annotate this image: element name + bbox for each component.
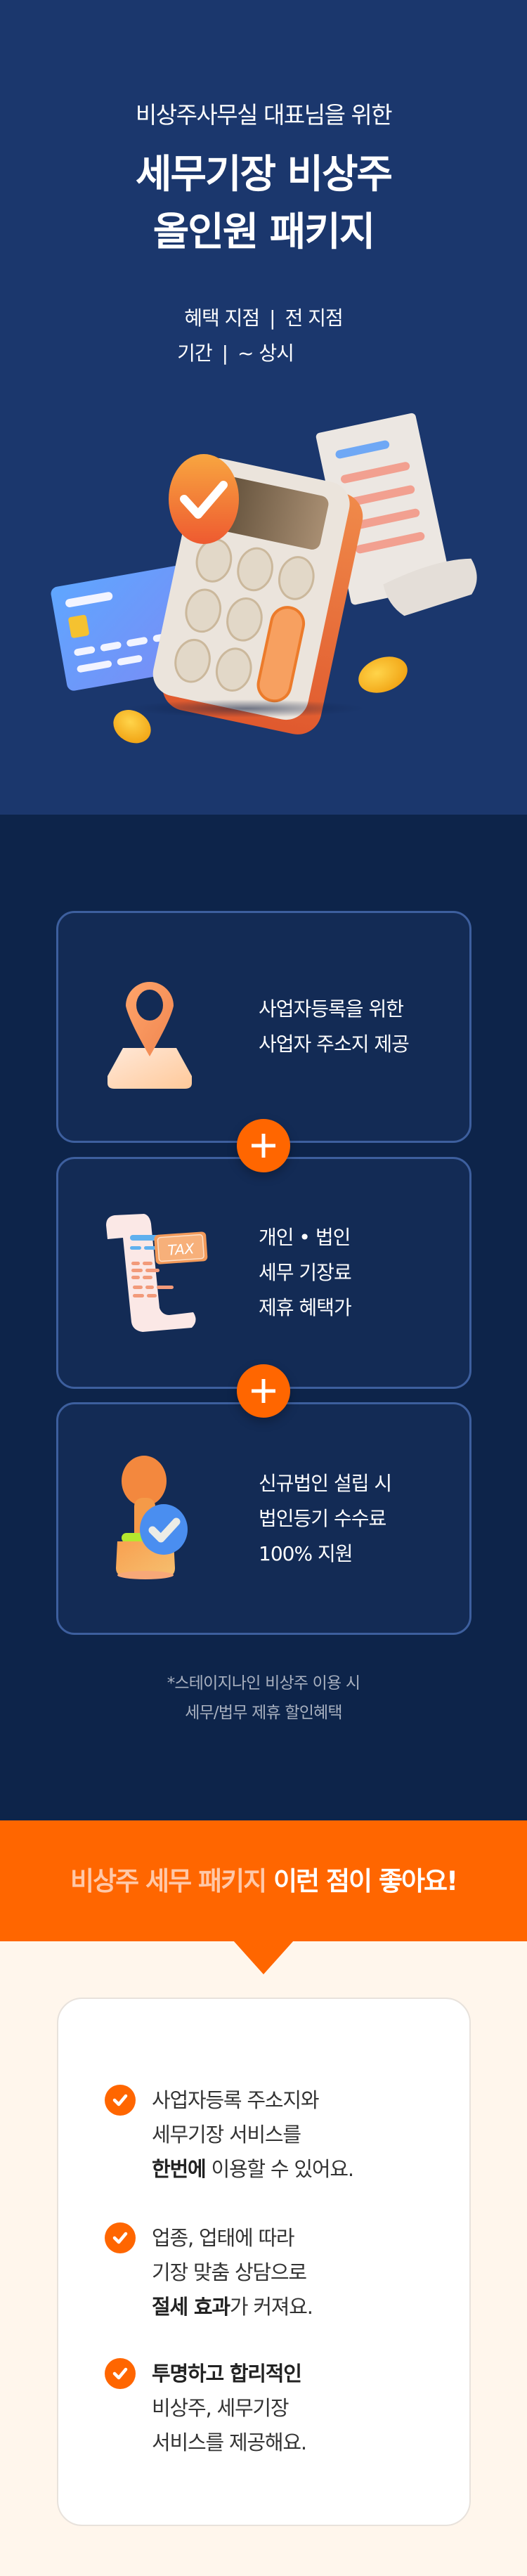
benefit-line: 한번에 이용할 수 있어요. bbox=[152, 2152, 354, 2187]
meta-branch-value: 전 지점 bbox=[285, 306, 344, 330]
tax-receipt-icon: TAX bbox=[86, 1210, 213, 1336]
hero-subtitle: 비상주사무실 대표님을 위한 bbox=[135, 101, 393, 129]
meta-period-label: 기간 bbox=[177, 342, 213, 365]
hero-title-line-2: 올인원 패키지 bbox=[152, 209, 376, 255]
meta-separator: | bbox=[269, 306, 275, 330]
illustration-shadow bbox=[126, 699, 365, 718]
package-card-corporate: 신규법인 설립 시 법인등기 수수료 100% 지원 bbox=[56, 1402, 471, 1635]
benefit-emphasis: 투명하고 합리적인 bbox=[152, 2362, 302, 2386]
card-line: 법인등기 수수료 bbox=[259, 1506, 386, 1530]
check-circle-icon bbox=[105, 2222, 136, 2253]
calculator-illustration-icon bbox=[51, 413, 477, 744]
stamp-check-icon bbox=[86, 1455, 213, 1582]
benefit-line: 사업자등록 주소지와 bbox=[152, 2088, 320, 2112]
card-line: 신규법인 설립 시 bbox=[259, 1471, 392, 1495]
card-text: 개인 • 법인 세무 기장료 제휴 혜택가 bbox=[259, 1220, 352, 1326]
benefit-line: 기장 맞춤 상담으로 bbox=[152, 2260, 307, 2284]
location-pin-icon bbox=[86, 964, 213, 1090]
meta-separator: | bbox=[221, 342, 228, 365]
benefit-line: 투명하고 합리적인 bbox=[152, 2357, 306, 2391]
plus-icon bbox=[237, 1364, 290, 1418]
meta-branch-label: 혜택 지점 bbox=[184, 306, 260, 330]
note-line: 세무/법무 제휴 할인혜택 bbox=[185, 1704, 342, 1722]
hero-title: 세무기장 비상주 올인원 패키지 bbox=[0, 146, 527, 261]
benefit-line-rest: 가 커져요. bbox=[229, 2295, 313, 2319]
benefit-emphasis: 절세 효과 bbox=[152, 2295, 230, 2319]
benefit-line-rest: 이용할 수 있어요. bbox=[205, 2157, 354, 2181]
meta-period: 기간 | ~ 상시 bbox=[0, 336, 527, 371]
banner-title-highlight: 비상주 세무 패키지 bbox=[70, 1866, 267, 1896]
card-text: 사업자등록을 위한 사업자 주소지 제공 bbox=[259, 992, 410, 1062]
meta-branch: 혜택 지점 | 전 지점 bbox=[0, 301, 527, 336]
card-line: 100% 지원 bbox=[259, 1541, 353, 1565]
hero-meta: 혜택 지점 | 전 지점 기간 | ~ 상시 bbox=[0, 301, 527, 371]
banner-title-rest: 이런 점이 좋아요! bbox=[266, 1866, 458, 1896]
benefit-line: 절세 효과가 커져요. bbox=[152, 2290, 313, 2324]
hero-illustration bbox=[0, 380, 527, 801]
hero-section: 비상주사무실 대표님을 위한 세무기장 비상주 올인원 패키지 혜택 지점 | 전 … bbox=[0, 0, 527, 815]
card-line: 사업자등록을 위한 bbox=[259, 997, 404, 1021]
package-card-address: 사업자등록을 위한 사업자 주소지 제공 bbox=[56, 911, 471, 1143]
plus-icon bbox=[237, 1119, 290, 1172]
benefits-banner: 비상주 세무 패키지 이런 점이 좋아요! bbox=[0, 1820, 527, 1941]
meta-period-value: ~ 상시 bbox=[238, 342, 294, 365]
benefit-line: 비상주, 세무기장 bbox=[152, 2396, 289, 2420]
card-text: 신규법인 설립 시 법인등기 수수료 100% 지원 bbox=[259, 1466, 392, 1572]
hero-title-line-1: 세무기장 비상주 bbox=[135, 152, 393, 198]
card-line: 제휴 혜택가 bbox=[259, 1296, 352, 1319]
svg-text:TAX: TAX bbox=[167, 1240, 196, 1259]
benefit-text: 사업자등록 주소지와 세무기장 서비스를 한번에 이용할 수 있어요. bbox=[152, 2083, 354, 2187]
benefit-text: 투명하고 합리적인 비상주, 세무기장 서비스를 제공해요. bbox=[152, 2357, 307, 2460]
benefit-line: 업종, 업태에 따라 bbox=[152, 2226, 295, 2250]
benefits-banner-title: 비상주 세무 패키지 이런 점이 좋아요! bbox=[0, 1860, 527, 1898]
note-line: *스테이지나인 비상주 이용 시 bbox=[167, 1674, 360, 1692]
card-line: 세무 기장료 bbox=[259, 1261, 352, 1284]
card-line: 사업자 주소지 제공 bbox=[259, 1033, 410, 1056]
check-circle-icon bbox=[105, 2085, 136, 2116]
card-line: 개인 • 법인 bbox=[259, 1226, 351, 1249]
check-circle-icon bbox=[105, 2358, 136, 2389]
benefit-emphasis: 한번에 bbox=[152, 2157, 207, 2181]
discount-note: *스테이지나인 비상주 이용 시 세무/법무 제휴 할인혜택 bbox=[0, 1669, 527, 1728]
benefit-text: 업종, 업태에 따라 기장 맞춤 상담으로 절세 효과가 커져요. bbox=[152, 2221, 313, 2324]
package-card-tax: TAX 개인 • 법인 세무 기장료 제휴 혜택가 bbox=[56, 1157, 471, 1389]
benefit-line: 세무기장 서비스를 bbox=[152, 2123, 301, 2147]
banner-arrow-icon bbox=[233, 1941, 294, 1974]
benefits-card: 사업자등록 주소지와 세무기장 서비스를 한번에 이용할 수 있어요. 업종, … bbox=[57, 1998, 471, 2526]
benefit-line: 서비스를 제공해요. bbox=[152, 2431, 307, 2454]
